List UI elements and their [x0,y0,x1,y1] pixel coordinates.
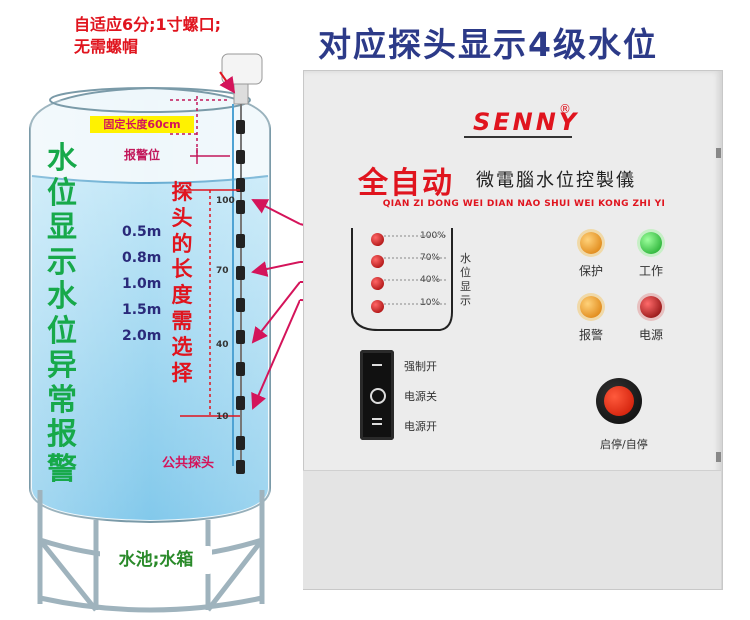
level-side-label: 示 [460,294,471,307]
switch-on-mark [372,418,382,420]
switch-label-forced-on: 强制开 [404,360,437,373]
mount-note-line2: 无需螺帽 [74,37,139,56]
level-side-label: 位 [460,266,471,279]
level-led-40 [371,277,384,290]
panel-screw [716,452,721,462]
page-title: 对应探头显示4级水位 [318,25,658,64]
level-side-label: 显 [460,280,471,293]
start-stop-button[interactable] [604,386,634,416]
alarm-indicator-light [580,296,602,318]
scale-mark: 40 [216,340,229,350]
start-stop-button-label: 启停/自停 [600,438,648,451]
level-percent: 70% [420,253,441,263]
vertical-level-display-text: 水位显示水位异常报警 [47,141,77,487]
brand-underline [464,136,572,138]
tank-caption: 水池;水箱 [100,546,212,574]
depth-label: 0.8m [122,250,162,266]
indicator-label: 报警 [579,328,604,342]
switch-on-mark [372,423,382,425]
level-led-70 [371,255,384,268]
fixed-length-label: 固定长度60cm [90,116,194,133]
scale-mark: 10 [216,412,229,422]
switch-label-power-off: 电源关 [404,390,437,403]
scale-mark: 70 [216,266,229,276]
brand-logo: SENNY [473,108,580,136]
tank-stand [37,490,265,613]
switch-label-power-on: 电源开 [404,420,437,433]
depth-label: 2.0m [122,328,162,344]
level-percent: 10% [420,298,441,308]
tank-illustration [29,53,300,613]
indicator-label: 工作 [639,264,664,278]
power-indicator-light [640,296,662,318]
level-side-label: 水 [460,252,471,265]
level-led-100 [371,233,384,246]
alarm-position-label: 报警位 [124,148,161,162]
depth-label: 1.5m [122,302,162,318]
brand-registered-mark: ® [559,102,571,116]
scale-mark: 100 [216,196,235,206]
indicator-label: 电源 [639,328,664,342]
device-name-pinyin: QIAN ZI DONG WEI DIAN NAO SHUI WEI KONG … [382,199,666,209]
depth-label: 1.0m [122,276,162,292]
level-led-10 [371,300,384,313]
device-name: 微電腦水位控製儀 [476,170,636,191]
protect-indicator-light [580,232,602,254]
common-probe-label: 公共探头 [162,456,215,471]
controller-panel-bottom [303,470,721,589]
switch-off-mark [370,388,386,404]
panel-screw [716,148,721,158]
mount-note-line1: 自适应6分;1寸螺口; [74,15,222,34]
level-percent: 100% [420,231,446,241]
mode-rocker-switch[interactable] [360,350,394,440]
auto-text: 全自动 [358,166,454,201]
probe-segments [236,120,245,474]
vertical-probe-length-text: 探头的长度需选择 [171,180,193,385]
level-display-frame [351,228,453,331]
work-indicator-light [640,232,662,254]
switch-top-mark [372,364,382,366]
depth-label: 0.5m [122,224,162,240]
level-percent: 40% [420,275,441,285]
indicator-label: 保护 [579,264,604,278]
mount-note: 自适应6分;1寸螺口; 无需螺帽 [74,14,221,58]
probe-cap [221,53,263,85]
